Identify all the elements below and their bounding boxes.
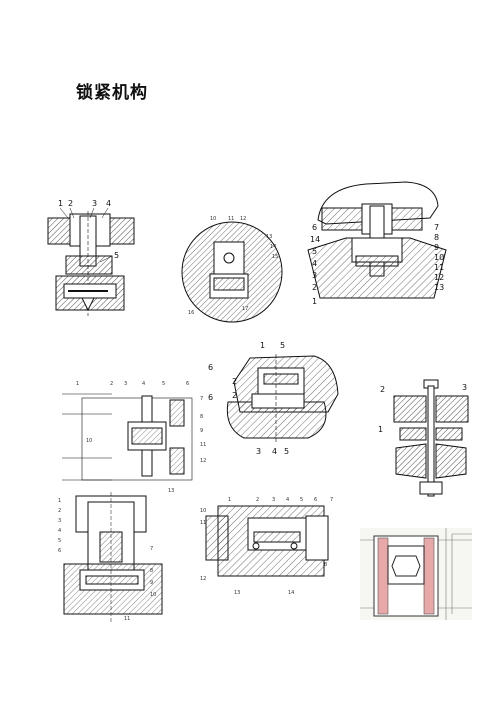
callout-label: 12 [434,273,444,282]
callout-label: 13 [168,488,174,494]
callout-label: 3 [312,271,317,280]
callout-label: 2 [312,283,317,292]
callout-label: 2 [256,497,259,503]
callout-label: 5 [162,381,165,387]
figure-9-square-lock-drawing [360,528,472,620]
callout-label: 5 [114,251,119,260]
callout-label: 5 [280,341,285,350]
callout-label: 11 [200,442,206,448]
callout-label: 4 [272,447,277,456]
callout-label: 12 [200,576,206,582]
figure-7-clamp-assembly-drawing: 1 2 3 4 5 6 7 8 9 10 11 [58,492,168,624]
callout-label: 8 [434,233,439,242]
figure-4-horizontal-assembly-drawing: 1 2 3 4 5 6 7 8 9 10 11 12 13 [62,378,214,496]
callout-label: 1 [58,498,61,504]
callout-label: 10 [434,253,444,262]
callout-label: 7 [150,546,153,552]
figure-8-slide-lock-drawing: 1 2 3 4 5 6 7 10 11 12 13 14 8 [198,494,340,600]
callout-label: 3 [272,497,275,503]
callout-label: 6 [186,381,189,387]
document-title: 锁紧机构 [76,83,148,103]
callout-label: 11 [124,616,130,622]
callout-label: 7 [200,396,203,402]
callout-label: 1 [378,425,383,434]
callout-label: 8 [200,414,203,420]
callout-label: 4 [286,497,289,503]
callout-label: 4 [142,381,145,387]
callout-label: 10 [200,508,206,514]
callout-label: 8 [324,562,327,568]
callout-label: 3 [256,447,261,456]
callout-label: 7 [434,223,439,232]
callout-label: 6 [312,223,317,232]
callout-label: 4 [106,199,111,208]
callout-label: 2 [380,385,385,394]
callout-label: 6 [208,393,213,402]
callout-label: 3 [58,518,61,524]
callout-label: 5 [58,538,61,544]
callout-label: 6 [58,548,61,554]
figure-5-center-assembly-drawing: 1 5 6 2 2 6 3 4 5 [204,338,344,458]
callout-label: 2 [58,508,61,514]
callout-label: 14 [310,235,320,244]
figure-1-callouts: 1 2 3 4 5 [58,199,119,260]
callout-label: 10 [150,592,156,598]
callout-label: 5 [312,247,317,256]
callout-label: 3 [462,383,467,392]
callout-label: 6 [208,363,213,372]
callout-label: 9 [150,580,153,586]
callout-label: 14 [270,244,276,250]
figure-3-assembly-drawing: 7 8 9 10 11 12 13 6 14 5 4 3 2 1 [306,180,450,318]
callout-label: 16 [188,310,194,316]
callout-label: 9 [200,428,203,434]
callout-label: 1 [312,297,317,306]
callout-label: 11 [228,216,234,222]
callout-label: 12 [240,216,246,222]
callout-label: 14 [288,590,294,596]
callout-label: 10 [86,438,92,444]
callout-label: 1 [58,199,63,208]
callout-label: 17 [242,306,248,312]
callout-label: 15 [272,254,278,260]
callout-label: 3 [92,199,97,208]
callout-label: 2 [232,377,237,386]
callout-label: 7 [330,497,333,503]
figure-2-round-section-drawing: 10 11 12 13 14 15 16 17 [176,212,288,324]
callout-label: 11 [200,520,206,526]
callout-label: 9 [434,243,439,252]
callout-label: 3 [124,381,127,387]
callout-label: 4 [58,528,61,534]
callout-label: 11 [434,263,444,272]
callout-label: 1 [76,381,79,387]
callout-label: 8 [150,568,153,574]
callout-label: 13 [266,234,272,240]
figure-6-vertical-bolt-drawing: 2 3 1 [374,378,474,498]
callout-label: 2 [68,199,73,208]
callout-label: 6 [314,497,317,503]
callout-label: 2 [232,391,237,400]
callout-label: 5 [284,447,289,456]
callout-label: 10 [210,216,216,222]
callout-label: 5 [300,497,303,503]
callout-label: 1 [260,341,265,350]
callout-label: 2 [110,381,113,387]
callout-label: 4 [312,259,317,268]
callout-label: 13 [234,590,240,596]
callout-label: 1 [228,497,231,503]
callout-label: 12 [200,458,206,464]
callout-label: 13 [434,283,444,292]
figure-1-clamp-drawing: 1 2 3 4 5 [46,196,136,320]
